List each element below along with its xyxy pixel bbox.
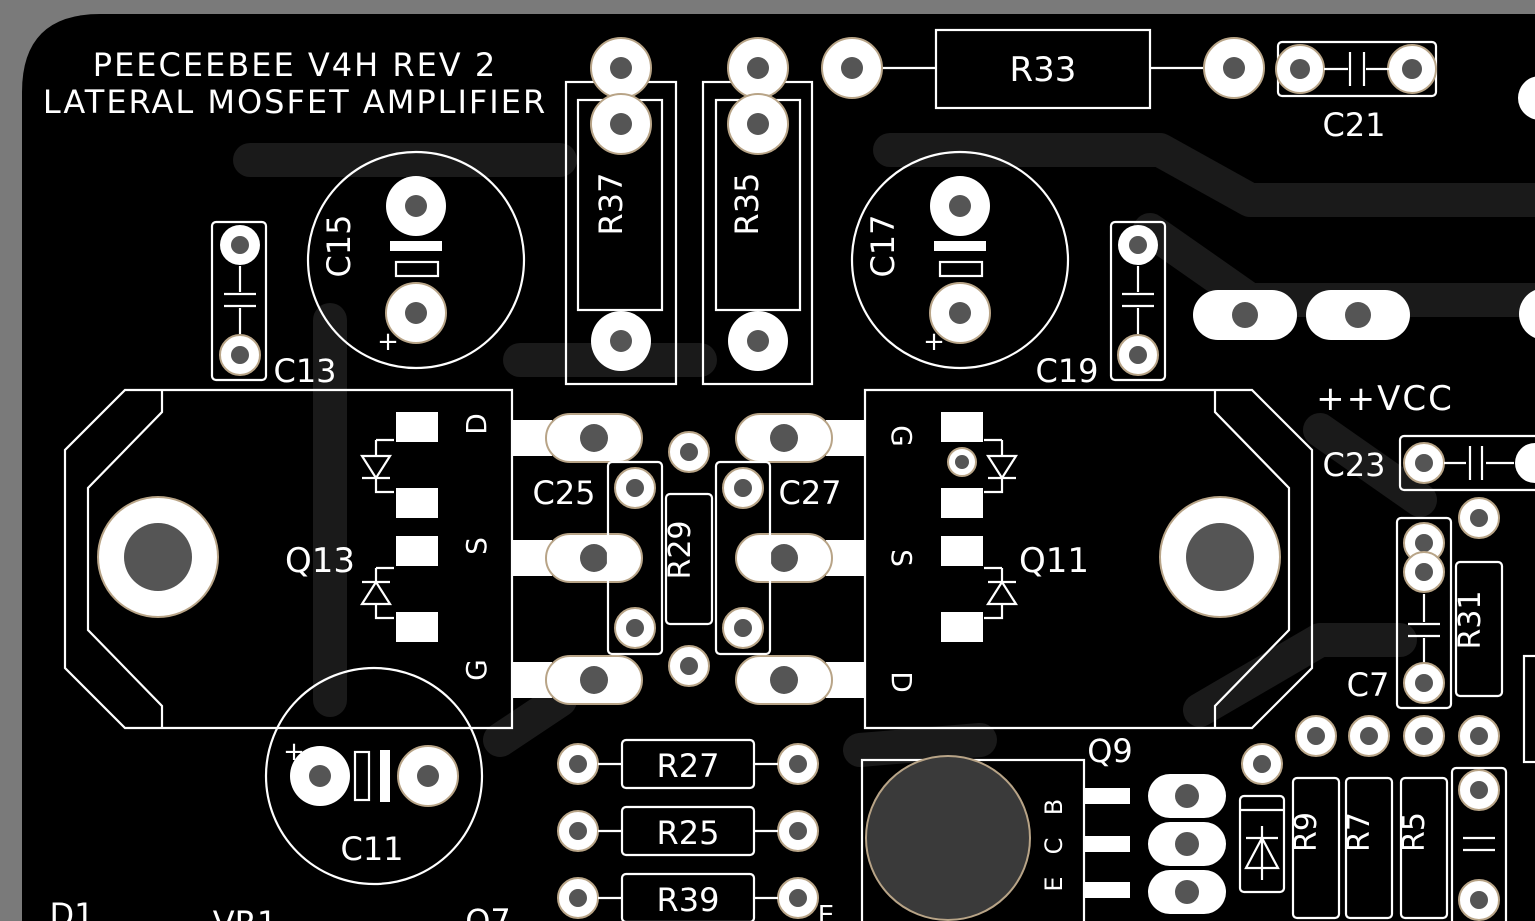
resistor-r31[interactable]: R31 xyxy=(1453,497,1504,757)
label-c15: C15 xyxy=(320,214,358,277)
label-r29: R29 xyxy=(663,520,698,579)
resistor-r37[interactable]: R37 xyxy=(564,37,678,386)
label-r5: R5 xyxy=(1397,812,1432,852)
label-r7: R7 xyxy=(1342,812,1377,852)
capacitor-c19[interactable]: C19 xyxy=(1035,220,1167,390)
label-vr1: VR1 xyxy=(213,904,277,921)
resistor-r35[interactable]: R35 xyxy=(701,37,814,386)
label-c23: C23 xyxy=(1322,446,1385,484)
resistor-r29[interactable]: R29 xyxy=(663,431,714,687)
polarity-plus: + xyxy=(377,327,399,357)
label-r9: R9 xyxy=(1289,812,1324,852)
label-r31: R31 xyxy=(1453,590,1488,649)
label-c13: C13 xyxy=(273,352,336,390)
label-r35: R35 xyxy=(728,173,766,236)
transistor-q9[interactable]: Q9 B C E xyxy=(860,732,1226,921)
label-q9: Q9 xyxy=(1087,732,1133,770)
label-c7: C7 xyxy=(1347,666,1390,704)
resistor-r33[interactable]: R33 xyxy=(821,28,1265,110)
pin-c: C xyxy=(1040,838,1068,855)
edge-pad xyxy=(1519,290,1535,338)
capacitor-c23[interactable]: C23 xyxy=(1322,434,1535,492)
capacitor-c15[interactable]: + C15 xyxy=(306,150,526,370)
pin-s: S xyxy=(460,537,493,555)
capacitor-c21[interactable]: C21 xyxy=(1275,40,1438,144)
pin-g: G xyxy=(885,425,918,447)
label-c25: C25 xyxy=(532,474,595,512)
label-e: E xyxy=(818,901,834,921)
connector-pads[interactable] xyxy=(1193,290,1410,340)
capacitor-c13[interactable]: C13 xyxy=(210,220,337,390)
capacitor-c17[interactable]: + C17 xyxy=(850,150,1070,370)
resistor-r39[interactable]: R39 xyxy=(557,872,819,921)
capacitor-c25[interactable]: C25 xyxy=(532,460,664,656)
label-r25: R25 xyxy=(657,814,720,852)
polarity-plus: + xyxy=(923,327,945,357)
capacitor-bottom-right[interactable] xyxy=(1450,766,1508,921)
net-label-vcc: ++VCC xyxy=(1316,379,1454,419)
capacitor-c11[interactable]: + C11 xyxy=(264,666,484,886)
transistor-q13[interactable]: Q13 D S G xyxy=(63,388,643,730)
pin-s: S xyxy=(885,549,918,567)
pin-d: D xyxy=(460,413,493,435)
label-q13: Q13 xyxy=(285,541,355,581)
label-r27: R27 xyxy=(657,747,720,785)
label-c17: C17 xyxy=(864,214,902,277)
label-q7: Q7 xyxy=(465,902,511,921)
label-r37: R37 xyxy=(592,173,630,236)
resistor-r5[interactable]: R5 xyxy=(1397,715,1449,920)
board-title-line2: LATERAL MOSFET AMPLIFIER xyxy=(43,83,547,121)
label-c19: C19 xyxy=(1035,352,1098,390)
resistor-r9[interactable]: R9 xyxy=(1289,715,1341,920)
label-d1: D1 xyxy=(50,896,95,921)
diode-d[interactable] xyxy=(1238,743,1286,894)
transistor-q11[interactable]: Q11 G S D xyxy=(735,388,1314,730)
resistor-r7[interactable]: R7 xyxy=(1342,715,1394,920)
label-c27: C27 xyxy=(778,474,841,512)
label-r39: R39 xyxy=(657,881,720,919)
pin-e: E xyxy=(1040,876,1068,891)
polarity-plus: + xyxy=(283,737,305,767)
pin-g: G xyxy=(460,659,493,681)
resistor-r25[interactable]: R25 xyxy=(557,805,819,857)
pin-b: B xyxy=(1040,799,1068,815)
capacitor-c7[interactable]: C7 xyxy=(1347,516,1453,710)
resistor-r27[interactable]: R27 xyxy=(557,738,819,790)
label-r33: R33 xyxy=(1010,50,1077,90)
label-c11: C11 xyxy=(340,830,403,868)
board-title-line1: PEECEEBEE V4H REV 2 xyxy=(93,46,497,84)
edge-component xyxy=(1522,654,1535,764)
edge-pad xyxy=(1518,76,1535,120)
capacitor-c27[interactable]: C27 xyxy=(714,460,842,656)
label-c21: C21 xyxy=(1322,106,1385,144)
pin-d: D xyxy=(885,671,918,693)
label-q11: Q11 xyxy=(1019,541,1089,581)
